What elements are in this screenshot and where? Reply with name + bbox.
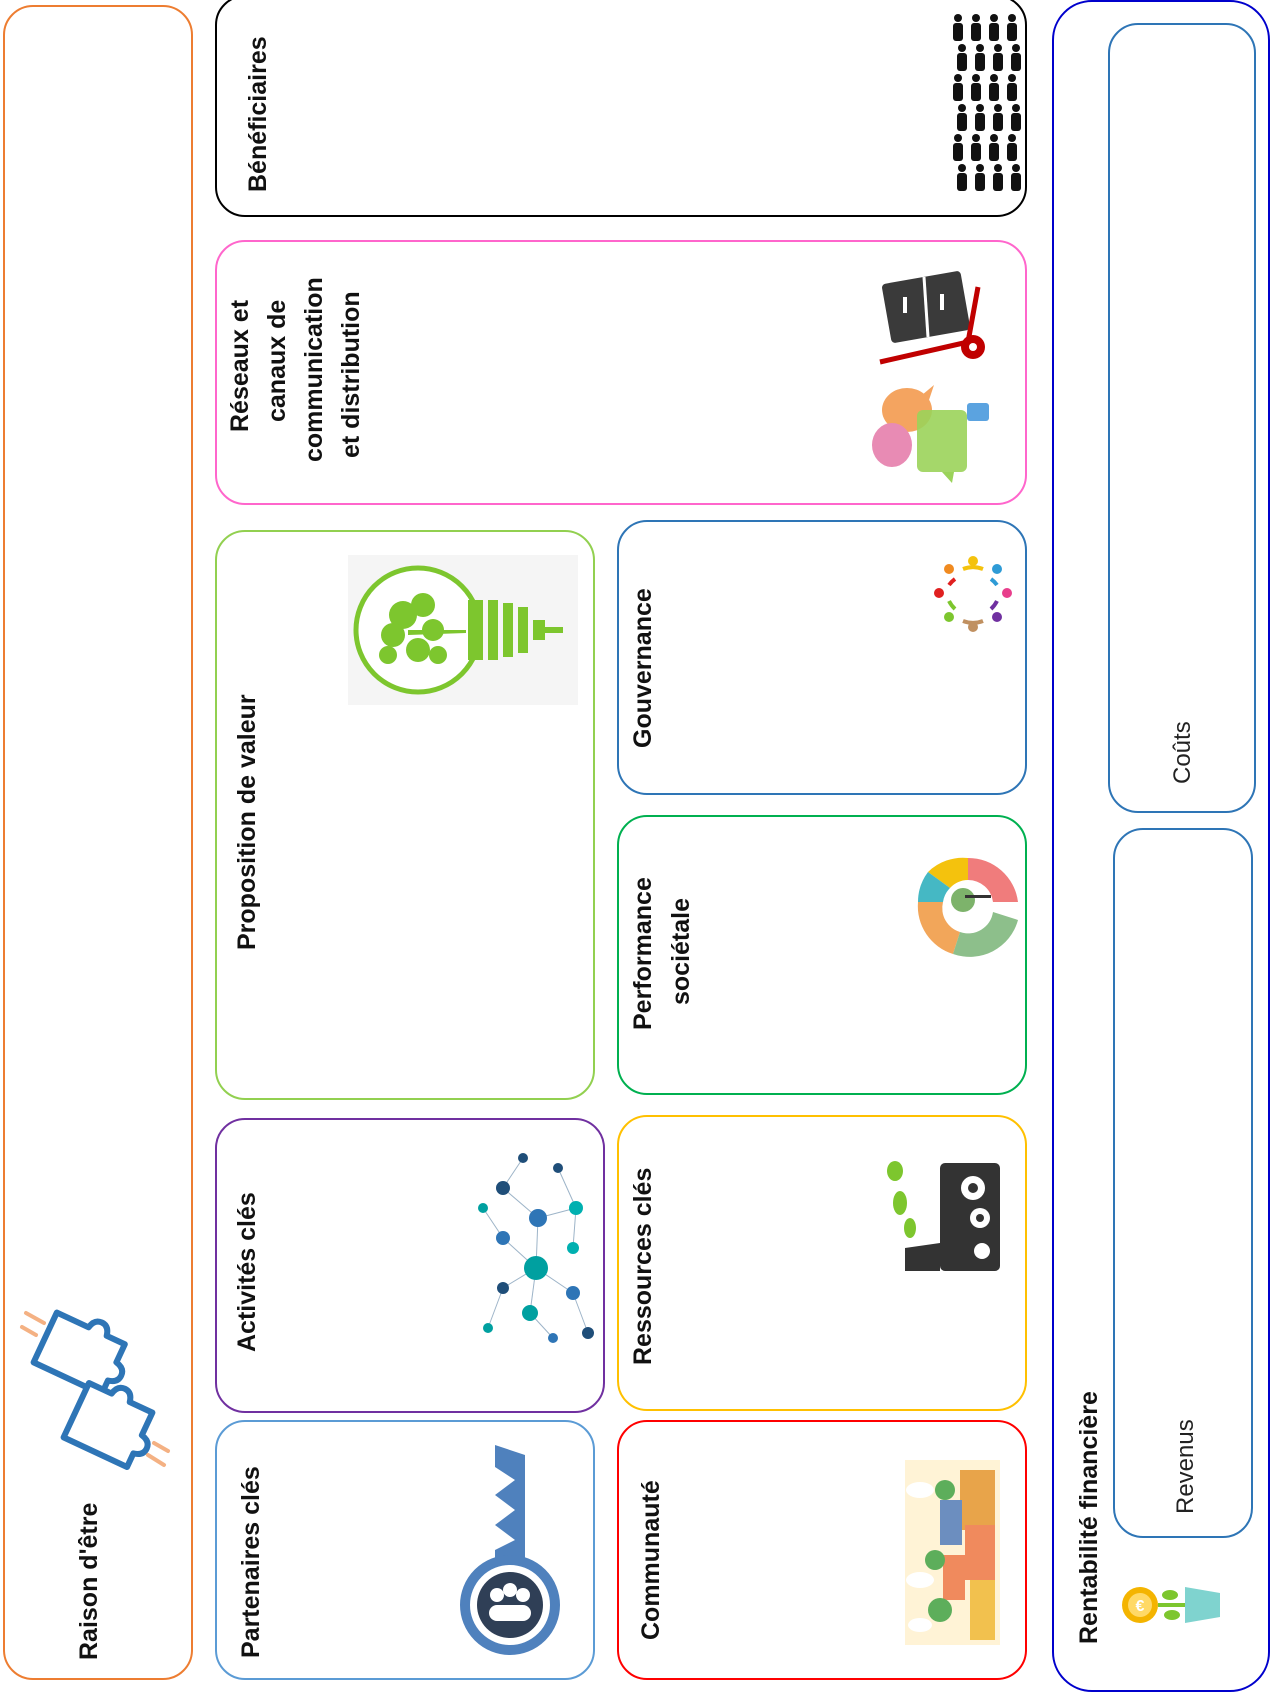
crowd-figure-head: [954, 14, 962, 22]
performance-line2: sociétale: [667, 897, 695, 1005]
crowd-figure-body: [989, 83, 999, 101]
gouvernance-box[interactable]: [617, 520, 1027, 795]
crowd-figure-head: [990, 74, 998, 82]
gouvernance-label: Gouvernance: [629, 588, 657, 748]
crowd-figure-body: [975, 113, 985, 131]
puzzle-icon: [18, 1305, 170, 1470]
crowd-figure-body: [975, 173, 985, 191]
crowd-figure-body: [971, 143, 981, 161]
city-icon: [905, 1460, 1000, 1645]
crowd-figure-head: [958, 104, 966, 112]
crowd-figure-body: [993, 113, 1003, 131]
crowd-figure-body: [1011, 173, 1021, 191]
crowd-figure-head: [990, 14, 998, 22]
network-icon: [478, 1148, 598, 1348]
crowd-figure-body: [989, 23, 999, 41]
crowd-figure-head: [994, 104, 1002, 112]
partenaires-cles-label: Partenaires clés: [237, 1466, 265, 1658]
people-circle-icon: [933, 555, 1013, 635]
crowd-figure-head: [976, 164, 984, 172]
crowd-figure-body: [1011, 113, 1021, 131]
crowd-figure-head: [954, 134, 962, 142]
crowd-figure-body: [953, 143, 963, 161]
hand-truck-icon: [878, 262, 998, 377]
crowd-figure-body: [953, 83, 963, 101]
lightbulb-tree-icon: [348, 555, 578, 705]
crowd-figure-body: [953, 23, 963, 41]
ressources-cles-label: Ressources clés: [629, 1167, 657, 1365]
couts-label: Coûts: [1169, 721, 1196, 784]
rentabilite-financiere-label: Rentabilité financière: [1075, 1391, 1103, 1644]
crowd-figure-head: [1012, 44, 1020, 52]
crowd-figure-head: [972, 14, 980, 22]
performance-line1: Performance: [629, 877, 657, 1030]
donut-tree-icon: [908, 850, 1023, 960]
crowd-figure-body: [957, 173, 967, 191]
beneficiaires-box[interactable]: [215, 0, 1027, 217]
crowd-figure-head: [994, 44, 1002, 52]
reseaux-line3: communication: [300, 277, 328, 462]
factory-gears-icon: [885, 1161, 1005, 1273]
crowd-figure-body: [957, 53, 967, 71]
crowd-figure-head: [954, 74, 962, 82]
crowd-figure-body: [1007, 23, 1017, 41]
beneficiaires-label: Bénéficiaires: [244, 36, 272, 192]
key-icon: [455, 1445, 565, 1655]
svg-text:€: €: [1136, 1598, 1145, 1615]
communaute-label: Communauté: [637, 1480, 665, 1640]
reseaux-line2: canaux de: [263, 299, 291, 422]
reseaux-line4: et distribution: [337, 291, 365, 458]
crowd-figure-body: [971, 23, 981, 41]
crowd-figure-head: [972, 134, 980, 142]
raison-etre-label: Raison d'être: [75, 1502, 103, 1660]
crowd-figure-head: [972, 74, 980, 82]
crowd-figure-head: [1008, 74, 1016, 82]
reseaux-line1: Réseaux et: [226, 299, 254, 432]
crowd-figure-head: [976, 104, 984, 112]
crowd-figure-head: [1008, 134, 1016, 142]
crowd-figure-head: [958, 44, 966, 52]
crowd-figure-head: [976, 44, 984, 52]
revenus-label: Revenus: [1172, 1419, 1199, 1514]
crowd-figure-head: [1012, 104, 1020, 112]
crowd-icon: [950, 8, 1025, 198]
crowd-figure-body: [1007, 83, 1017, 101]
crowd-figure-head: [958, 164, 966, 172]
crowd-figure-head: [1008, 14, 1016, 22]
speech-bubbles-icon: [872, 385, 997, 485]
activites-cles-label: Activités clés: [233, 1192, 261, 1352]
crowd-figure-head: [1012, 164, 1020, 172]
crowd-figure-head: [994, 164, 1002, 172]
couts-box[interactable]: [1108, 23, 1256, 813]
crowd-figure-body: [993, 173, 1003, 191]
crowd-figure-body: [993, 53, 1003, 71]
crowd-figure-body: [975, 53, 985, 71]
proposition-valeur-label: Proposition de valeur: [233, 694, 261, 950]
crowd-figure-body: [971, 83, 981, 101]
crowd-figure-body: [957, 113, 967, 131]
revenus-box[interactable]: [1113, 828, 1253, 1538]
euro-plant-icon: €: [1120, 1575, 1225, 1630]
crowd-figure-body: [1011, 53, 1021, 71]
crowd-figure-body: [989, 143, 999, 161]
crowd-figure-head: [990, 134, 998, 142]
crowd-figure-body: [1007, 143, 1017, 161]
